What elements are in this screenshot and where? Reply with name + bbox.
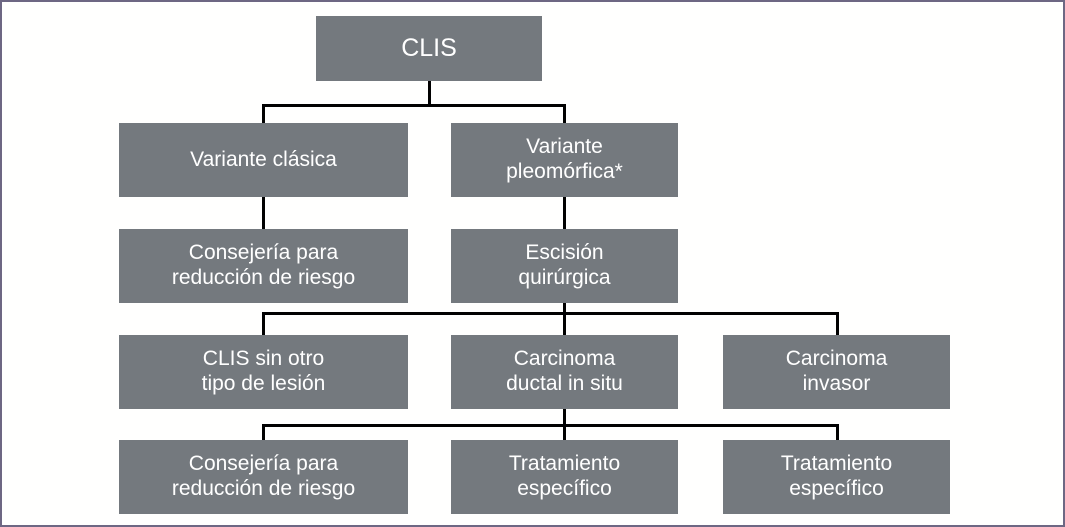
node-label-escision-quirurgica: Escisión quirúrgica xyxy=(518,241,611,289)
node-consejeria-riesgo-1[interactable]: Consejería para reducción de riesgo xyxy=(119,229,408,303)
node-tratamiento-especifico-2[interactable]: Tratamiento específico xyxy=(723,440,950,514)
connector-row1-row2-bus xyxy=(262,104,566,107)
connector-drop-to-clasica xyxy=(262,104,265,124)
node-label-carcinoma-ductal-in-situ: Carcinoma ductal in situ xyxy=(506,347,623,395)
connector-drop-to-invasor xyxy=(836,312,839,336)
node-label-carcinoma-invasor: Carcinoma invasor xyxy=(785,347,888,395)
node-carcinoma-invasor[interactable]: Carcinoma invasor xyxy=(723,335,950,409)
connector-clasica-to-consejeria xyxy=(262,197,265,230)
node-carcinoma-ductal-in-situ[interactable]: Carcinoma ductal in situ xyxy=(451,335,678,409)
connector-pleomorf-to-escision xyxy=(563,197,566,230)
connector-drop-to-pleomorf xyxy=(563,104,566,124)
node-clis[interactable]: CLIS xyxy=(316,16,542,81)
node-label-consejeria-riesgo-2: Consejería para reducción de riesgo xyxy=(171,452,356,500)
node-variante-clasica[interactable]: Variante clásica xyxy=(119,123,408,197)
connector-drop-to-tratamiento-2 xyxy=(836,424,839,441)
connector-row3-row4-bus xyxy=(262,312,839,315)
node-label-variante-pleomorfica: Variante pleomórfica* xyxy=(506,135,623,183)
connector-drop-to-ductal xyxy=(563,312,566,336)
connector-drop-to-tratamiento-1 xyxy=(563,424,566,441)
connector-drop-to-clis-sin-otro xyxy=(262,312,265,336)
node-label-tratamiento-especifico-1: Tratamiento específico xyxy=(508,452,621,500)
node-label-variante-clasica: Variante clásica xyxy=(190,147,337,171)
node-consejeria-riesgo-2[interactable]: Consejería para reducción de riesgo xyxy=(119,440,408,514)
node-label-clis: CLIS xyxy=(401,33,457,62)
connector-drop-to-consejeria-2 xyxy=(262,424,265,441)
connector-clis-stem xyxy=(428,81,431,106)
node-label-clis-sin-otro-tipo-lesion: CLIS sin otro tipo de lesión xyxy=(201,347,326,395)
connector-row4-row5-bus xyxy=(262,424,839,427)
node-escision-quirurgica[interactable]: Escisión quirúrgica xyxy=(451,229,678,303)
node-variante-pleomorfica[interactable]: Variante pleomórfica* xyxy=(451,123,678,197)
node-tratamiento-especifico-1[interactable]: Tratamiento específico xyxy=(451,440,678,514)
node-label-consejeria-riesgo-1: Consejería para reducción de riesgo xyxy=(171,241,356,289)
node-clis-sin-otro-tipo-lesion[interactable]: CLIS sin otro tipo de lesión xyxy=(119,335,408,409)
node-label-tratamiento-especifico-2: Tratamiento específico xyxy=(780,452,893,500)
